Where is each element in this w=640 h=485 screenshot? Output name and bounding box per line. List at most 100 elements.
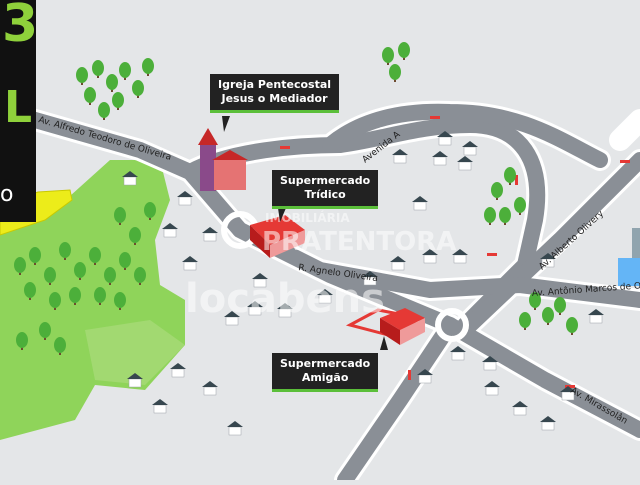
tree-icon: [144, 202, 156, 220]
house-icon: [512, 401, 528, 416]
tree-icon: [554, 297, 566, 315]
houses: [122, 131, 604, 436]
house-icon: [484, 381, 500, 396]
tree-icon: [542, 307, 554, 325]
tree-icon: [129, 227, 141, 245]
house-icon: [412, 196, 428, 211]
church-icon: [198, 128, 248, 191]
roundabout-east: [435, 308, 469, 342]
tridico-building: [250, 215, 305, 258]
tree-icon: [499, 207, 511, 225]
house-icon: [182, 256, 198, 271]
house-icon: [177, 191, 193, 206]
tree-icon: [98, 102, 110, 120]
tree-icon: [382, 47, 394, 65]
tree-icon: [14, 257, 26, 275]
tree-icon: [84, 87, 96, 105]
house-icon: [122, 171, 138, 186]
tree-icon: [89, 247, 101, 265]
house-icon: [432, 151, 448, 166]
tree-icon: [76, 67, 88, 85]
house-icon: [202, 227, 218, 242]
callout-pointer-amigao: [380, 336, 388, 350]
tree-icon: [119, 252, 131, 270]
callout-church-line2: Jesus o Mediador: [221, 92, 328, 105]
svg-text:PRATENTORA: PRATENTORA: [262, 227, 456, 257]
tree-icon: [114, 292, 126, 310]
tree-icon: [529, 292, 541, 310]
svg-text:IMOBILIÁRIA: IMOBILIÁRIA: [265, 210, 350, 225]
tree-icon: [104, 267, 116, 285]
house-icon: [227, 421, 243, 436]
tree-icon: [59, 242, 71, 260]
house-icon: [452, 249, 468, 264]
tree-icon: [74, 262, 86, 280]
house-icon: [170, 363, 186, 378]
callout-amigao-line1: Supermercado: [280, 357, 371, 370]
logo-glyph-mid: L: [4, 82, 33, 133]
callout-tridico-line2: Trídico: [304, 188, 346, 201]
house-icon: [540, 253, 556, 268]
house-icon: [457, 156, 473, 171]
tree-icon: [134, 267, 146, 285]
tree-icon: [54, 337, 66, 355]
svg-text:locabens: locabens: [185, 276, 385, 322]
house-icon: [247, 301, 263, 316]
house-icon: [417, 369, 433, 384]
tree-icon: [142, 58, 154, 76]
house-icon: [437, 131, 453, 146]
house-icon: [450, 346, 466, 361]
callout-pointer-church: [222, 116, 230, 132]
tree-icon: [16, 332, 28, 350]
house-icon: [252, 273, 268, 288]
tree-icon: [39, 322, 51, 340]
amigao-building: [345, 308, 425, 345]
tree-icon: [484, 207, 496, 225]
house-icon: [224, 311, 240, 326]
house-icon: [127, 373, 143, 388]
road-surfaces: [20, 103, 640, 485]
tree-icon: [106, 74, 118, 92]
tree-icon: [69, 287, 81, 305]
house-icon: [152, 399, 168, 414]
tree-icon: [119, 62, 131, 80]
logo-panel: 3 L o: [0, 0, 39, 222]
tree-icon: [49, 292, 61, 310]
house-icon: [482, 356, 498, 371]
tree-icon: [389, 64, 401, 82]
callout-church-line1: Igreja Pentecostal: [218, 78, 332, 91]
logo-glyph-top: 3: [2, 0, 39, 54]
tree-icon: [519, 312, 531, 330]
tree-icon: [114, 207, 126, 225]
house-icon: [277, 303, 293, 318]
house-icon: [317, 289, 333, 304]
house-icon: [362, 271, 378, 286]
tree-icon: [92, 60, 104, 78]
logo-glyph-bottom: o: [0, 182, 14, 207]
callout-pointer-tridico: [278, 208, 286, 222]
house-icon: [588, 309, 604, 324]
tree-icon: [132, 80, 144, 98]
house-icon: [162, 223, 178, 238]
house-icon: [540, 416, 556, 431]
callout-tridico: Supermercado Trídico: [272, 170, 379, 209]
blue-building: [618, 228, 640, 286]
callout-amigao-line2: Amigão: [301, 371, 349, 384]
callout-tridico-line1: Supermercado: [280, 174, 371, 187]
house-icon: [422, 249, 438, 264]
park-area-light: [85, 320, 185, 385]
tree-icon: [491, 182, 503, 200]
tree-icon: [398, 42, 410, 60]
callout-amigao: Supermercado Amigão: [272, 353, 379, 392]
house-icon: [390, 256, 406, 271]
tree-icon: [24, 282, 36, 300]
callout-church: Igreja Pentecostal Jesus o Mediador: [210, 74, 340, 113]
house-icon: [202, 381, 218, 396]
tree-icon: [94, 287, 106, 305]
house-icon: [392, 149, 408, 164]
house-icon: [560, 386, 576, 401]
tree-icon: [112, 92, 124, 110]
watermark: IMOBILIÁRIA PRATENTORA locabens: [185, 210, 456, 322]
